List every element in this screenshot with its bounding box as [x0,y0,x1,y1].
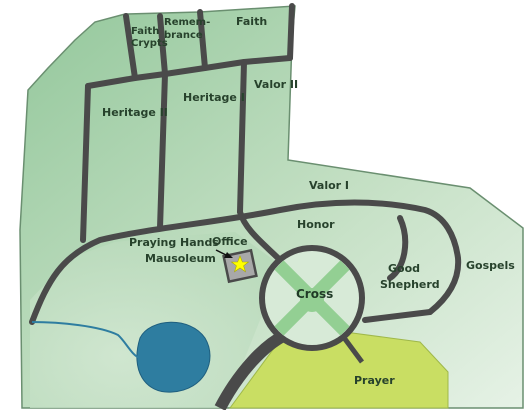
road-shepherd-south [362,309,433,323]
stream [31,321,141,359]
label-good-shepherd-2[interactable]: Shepherd [380,278,440,291]
road-main-arc [29,199,462,325]
section-labels: Faith Crypts Remem- brance Faith Valor I… [102,15,515,387]
label-honor[interactable]: Honor [297,218,335,231]
road-heritage-divider [157,71,168,231]
label-praying-hands-2[interactable]: Mausoleum [145,252,216,265]
label-faith-crypts-1[interactable]: Faith [131,26,159,37]
road-heritage-ii-west [80,83,91,243]
label-prayer[interactable]: Prayer [354,374,395,387]
label-gospels[interactable]: Gospels [466,259,515,272]
label-heritage-i[interactable]: Heritage I [183,91,245,104]
label-office[interactable]: Office [212,235,248,248]
roads [29,3,462,325]
cross-circle [259,245,365,351]
label-good-shepherd-1[interactable]: Good [388,262,420,275]
label-valor-i[interactable]: Valor I [309,179,349,192]
road-faith-crypts-east [157,13,168,77]
road-prayer-path [339,333,365,364]
star-icon [230,255,250,273]
road-faith-divider [197,9,208,71]
road-mausoleum-to-circle [237,209,283,263]
road-valor-ii-west [237,59,247,215]
label-cross[interactable]: Cross [296,287,333,301]
road-faith-crypts-west [123,13,138,81]
road-northern-loop [85,55,293,89]
label-remembrance-2[interactable]: brance [164,30,203,41]
label-praying-hands-1[interactable]: Praying Hands [129,236,219,249]
office-building[interactable] [222,248,258,284]
road-shepherd-connector [387,215,409,281]
lower-lawn-section [30,232,285,408]
pond [136,321,211,393]
road-east-edge [287,3,295,61]
label-heritage-ii[interactable]: Heritage II [102,106,168,119]
label-faith-crypts-2[interactable]: Crypts [131,38,168,49]
label-valor-ii[interactable]: Valor II [254,78,298,91]
label-faith[interactable]: Faith [236,15,267,28]
arrow-icon [215,249,233,258]
label-remembrance-1[interactable]: Remem- [164,17,210,28]
